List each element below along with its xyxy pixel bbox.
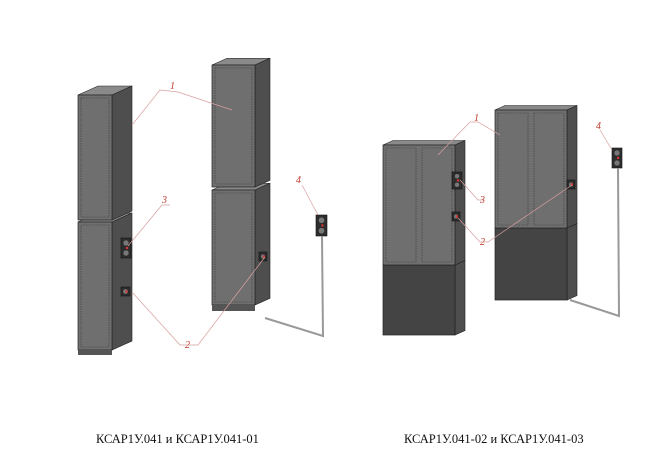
junction-box-2-c-marker (455, 215, 459, 218)
leader-2-left (131, 256, 266, 346)
leader-3-left (127, 204, 170, 247)
cabinet-d-body-door-panel (497, 112, 529, 226)
cabinet-d-plinth-front (494, 227, 568, 301)
remote-panel-4-right-button (613, 159, 621, 167)
cabinet-b-upper (211, 57, 271, 188)
remote-panel-4-left-button (318, 227, 325, 235)
signal-unit-3-left-button (122, 249, 130, 257)
cabinet-c-body (382, 140, 466, 266)
callout-3-right: 3 (479, 195, 485, 206)
remote-panel-4-right (611, 147, 623, 169)
cabinet-b-upper-side (254, 57, 271, 188)
remote-panel-4-right-button (613, 149, 621, 157)
caption-right: КСАР1У.041-02 и КСАР1У.041-03 (404, 432, 584, 446)
remote-panel-4-left-button (318, 216, 325, 224)
junction-box-2-left-marker (125, 290, 128, 293)
remote-panel-4-right-marker (616, 156, 620, 160)
cabinet-d-plinth-side (566, 223, 578, 301)
leader-4-right (599, 129, 613, 151)
leader-1-right (437, 121, 501, 156)
cable-left (264, 235, 325, 338)
callout-1-left: 1 (170, 81, 175, 92)
cabinet-c-body-front (382, 144, 456, 266)
junction-box-2-d (566, 179, 576, 190)
leader-1-left (131, 89, 233, 126)
cabinet-a-lower-front (77, 221, 113, 351)
leader-4-left (301, 184, 319, 216)
cabinet-d-body (494, 105, 578, 229)
cabinet-c-body-door-panel (385, 147, 417, 263)
cabinet-c-body-door-panel (421, 147, 453, 263)
cable-right (569, 167, 621, 318)
signal-unit-3-left (120, 237, 132, 259)
remote-panel-4-left (315, 214, 328, 237)
callout-2-left: 2 (185, 340, 190, 351)
cabinet-a-plinth (78, 350, 112, 355)
cabinet-c-plinth (382, 260, 466, 336)
cabinet-b-lower-front (211, 189, 256, 306)
cabinet-c-body-side (454, 140, 466, 266)
cabinet-c-body-top (382, 140, 466, 146)
leader-3-right (459, 179, 484, 201)
cabinet-a-lower-door-panel (80, 224, 110, 348)
leader-2-right (457, 184, 573, 243)
callout-3-left: 3 (161, 195, 167, 206)
cabinet-d-plinth (494, 223, 578, 301)
caption-left: КСАР1У.041 и КСАР1У.041-01 (96, 432, 259, 446)
junction-box-2-left (120, 286, 131, 297)
callout-2-right: 2 (480, 237, 485, 248)
callout-4-left: 4 (296, 175, 301, 186)
cabinet-c-plinth-front (382, 264, 456, 336)
remote-panel-4-left-marker (321, 224, 324, 227)
cabinet-d-body-door-panel (533, 112, 565, 226)
signal-unit-3-right-button (454, 181, 460, 188)
cabinet-a-lower (77, 212, 133, 351)
cabinet-b-lower-door-panel (214, 192, 253, 303)
signal-unit-3-right-button (454, 173, 460, 179)
cabinet-b-lower (211, 182, 271, 306)
junction-box-2-c (451, 211, 461, 222)
signal-unit-3-right (451, 171, 463, 190)
cabinet-a-lower-side (111, 212, 133, 351)
cabinet-d-body-top (494, 105, 578, 111)
cabinet-d-body-front (494, 109, 568, 229)
signal-unit-3-right-marker (456, 179, 460, 182)
cabinet-b-lower-side (254, 182, 271, 306)
cabinet-c-plinth-side (454, 260, 466, 336)
cabinet-a-upper-door-panel (80, 97, 110, 218)
cabinet-a-upper (77, 85, 133, 221)
cabinet-d-body-side (566, 105, 578, 229)
callout-4-right: 4 (596, 121, 601, 132)
signal-unit-3-left-marker (125, 246, 129, 250)
cabinet-b-upper-door-panel (214, 67, 253, 185)
cabinet-a-upper-side (111, 85, 133, 221)
cabinet-a-upper-front (77, 94, 113, 221)
signal-unit-3-left-button (122, 239, 130, 247)
cabinet-b-plinth (212, 305, 255, 311)
cabinet-b-upper-front (211, 64, 256, 188)
callout-1-right: 1 (474, 113, 479, 124)
